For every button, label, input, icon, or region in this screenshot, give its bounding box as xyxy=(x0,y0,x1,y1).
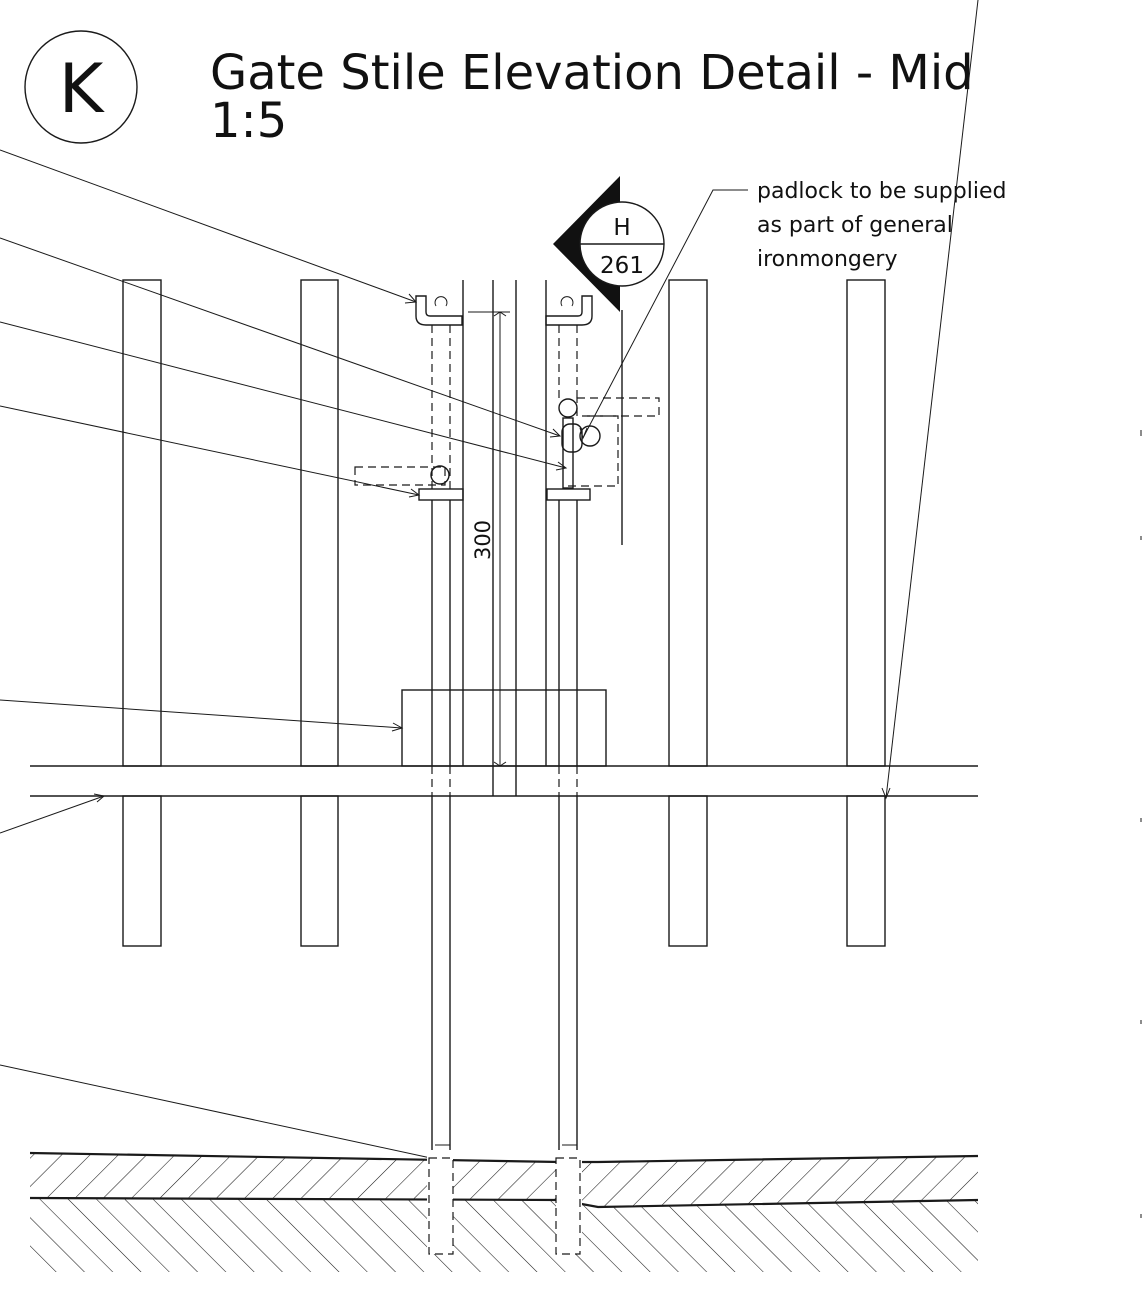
horizontal-rail xyxy=(30,765,978,797)
dimension-300: 300 xyxy=(468,311,510,767)
detail-reference-bubble: K xyxy=(24,30,138,144)
padlock-note-line-2: as part of general xyxy=(757,213,953,238)
detail-reference-letter: K xyxy=(59,50,106,129)
drop-bolt-left xyxy=(354,295,464,1160)
padlock-note-line-3: ironmongery xyxy=(757,247,897,272)
drawing-title: Gate Stile Elevation Detail - Mid xyxy=(210,45,974,101)
section-marker: H 261 xyxy=(553,176,665,312)
padlock-note-line-1: padlock to be supplied xyxy=(757,179,1006,204)
section-marker-letter: H xyxy=(613,215,630,241)
padlock-note: padlock to be supplied as part of genera… xyxy=(579,179,1006,440)
padlock-hasp xyxy=(558,310,660,545)
drawing-scale: 1:5 xyxy=(210,93,287,149)
fence-pales-lower xyxy=(122,795,886,947)
dimension-300-label: 300 xyxy=(471,520,495,560)
leader-lines xyxy=(0,0,979,1163)
ground-section xyxy=(29,1144,979,1272)
drop-bolt-right xyxy=(545,295,593,1160)
gate-stile-left xyxy=(462,280,517,796)
fence-pales-upper xyxy=(122,279,886,767)
section-marker-sheet: 261 xyxy=(600,253,644,279)
